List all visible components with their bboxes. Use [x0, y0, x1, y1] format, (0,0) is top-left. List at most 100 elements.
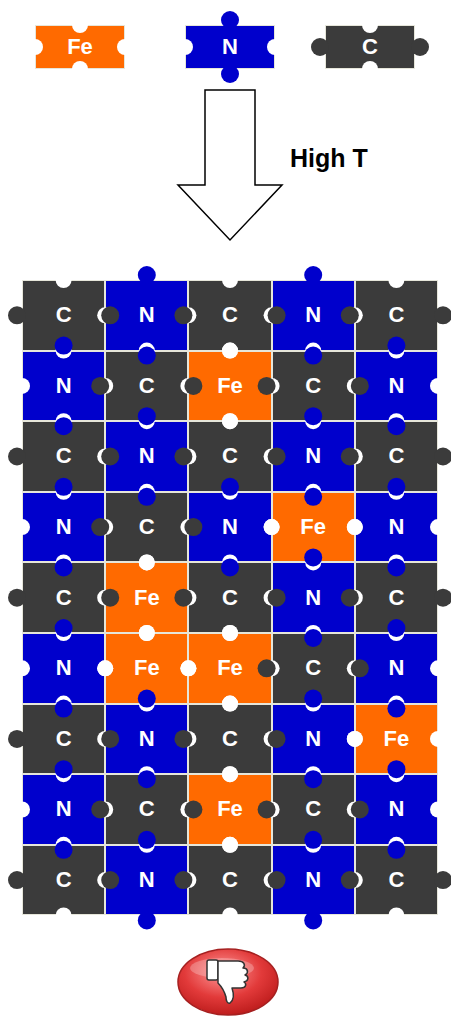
element-symbol: C — [139, 514, 155, 540]
puzzle-piece: N — [105, 280, 188, 351]
puzzle-knob — [180, 872, 196, 888]
puzzle-knob — [268, 448, 286, 466]
puzzle-knob — [430, 660, 446, 676]
element-symbol: C — [56, 443, 72, 469]
puzzle-knob — [347, 731, 363, 747]
puzzle-piece: C — [188, 704, 271, 775]
puzzle-knob — [56, 837, 72, 853]
puzzle-knob — [101, 448, 119, 466]
puzzle-knob — [222, 625, 238, 641]
puzzle-knob — [387, 700, 405, 718]
element-symbol: C — [305, 373, 321, 399]
element-symbol: C — [139, 373, 155, 399]
puzzle-piece: N — [22, 633, 105, 704]
puzzle-knob — [56, 484, 72, 500]
puzzle-knob — [138, 690, 156, 708]
puzzle-knob — [347, 660, 363, 676]
puzzle-knob — [97, 660, 113, 676]
puzzle-knob — [180, 519, 196, 535]
element-symbol: C — [305, 655, 321, 681]
element-symbol: N — [139, 302, 155, 328]
puzzle-knob — [304, 407, 322, 425]
puzzle-knob — [222, 413, 238, 429]
puzzle-knob — [14, 519, 30, 535]
element-symbol: C — [222, 867, 238, 893]
puzzle-knob — [311, 38, 329, 56]
element-symbol: C — [139, 796, 155, 822]
puzzle-piece: N — [272, 421, 355, 492]
puzzle-knob — [184, 518, 202, 536]
puzzle-knob — [362, 17, 378, 33]
element-symbol: N — [305, 443, 321, 469]
puzzle-knob — [138, 911, 156, 929]
puzzle-knob — [184, 801, 202, 819]
element-symbol: N — [222, 514, 238, 540]
puzzle-knob — [388, 766, 404, 782]
element-symbol: C — [56, 585, 72, 611]
puzzle-piece: Fe — [35, 25, 125, 69]
puzzle-knob — [101, 871, 119, 889]
puzzle-knob — [222, 696, 238, 712]
puzzle-knob — [347, 872, 363, 888]
puzzle-piece: N — [355, 492, 438, 563]
puzzle-knob — [304, 690, 322, 708]
puzzle-knob — [351, 659, 369, 677]
puzzle-knob — [221, 11, 239, 29]
puzzle-knob — [56, 766, 72, 782]
element-symbol: N — [139, 726, 155, 752]
puzzle-piece: N — [105, 421, 188, 492]
puzzle-knob — [258, 659, 276, 677]
puzzle-knob — [101, 306, 119, 324]
puzzle-knob — [387, 417, 405, 435]
puzzle-knob — [180, 802, 196, 818]
puzzle-knob — [139, 625, 155, 641]
puzzle-knob — [222, 413, 238, 429]
puzzle-knob — [180, 590, 196, 606]
puzzle-piece: N — [355, 774, 438, 845]
puzzle-knob — [139, 484, 155, 500]
puzzle-knob — [264, 802, 280, 818]
puzzle-knob — [14, 660, 30, 676]
puzzle-knob — [305, 696, 321, 712]
puzzle-knob — [138, 831, 156, 849]
puzzle-knob — [388, 413, 404, 429]
puzzle-knob — [221, 478, 239, 496]
puzzle-knob — [304, 770, 322, 788]
puzzle-knob — [362, 61, 378, 77]
puzzle-knob — [138, 266, 156, 284]
puzzle-knob — [56, 907, 72, 923]
puzzle-knob — [264, 731, 280, 747]
puzzle-knob — [55, 417, 73, 435]
puzzle-knob — [347, 519, 363, 535]
puzzle-knob — [304, 911, 322, 929]
puzzle-piece: C — [188, 845, 271, 916]
puzzle-knob — [268, 589, 286, 607]
puzzle-knob — [139, 413, 155, 429]
puzzle-knob — [139, 625, 155, 641]
puzzle-knob — [101, 730, 119, 748]
puzzle-knob — [430, 802, 446, 818]
element-symbol: C — [222, 443, 238, 469]
puzzle-piece: C — [188, 562, 271, 633]
puzzle-knob — [55, 700, 73, 718]
element-symbol: C — [388, 867, 404, 893]
puzzle-knob — [174, 589, 192, 607]
puzzle-piece: N — [188, 492, 271, 563]
puzzle-piece: N — [22, 351, 105, 422]
element-symbol: N — [388, 514, 404, 540]
element-symbol: N — [139, 443, 155, 469]
puzzle-knob — [387, 337, 405, 355]
element-symbol: N — [56, 373, 72, 399]
puzzle-knob — [387, 558, 405, 576]
element-symbol: Fe — [217, 655, 243, 681]
puzzle-piece: C — [355, 280, 438, 351]
puzzle-piece: C — [355, 562, 438, 633]
puzzle-knob — [180, 660, 196, 676]
puzzle-knob — [305, 343, 321, 359]
puzzle-piece: C — [272, 774, 355, 845]
puzzle-knob — [341, 871, 359, 889]
puzzle-knob — [347, 449, 363, 465]
puzzle-knob — [27, 39, 43, 55]
puzzle-knob — [139, 766, 155, 782]
puzzle-knob — [177, 39, 193, 55]
